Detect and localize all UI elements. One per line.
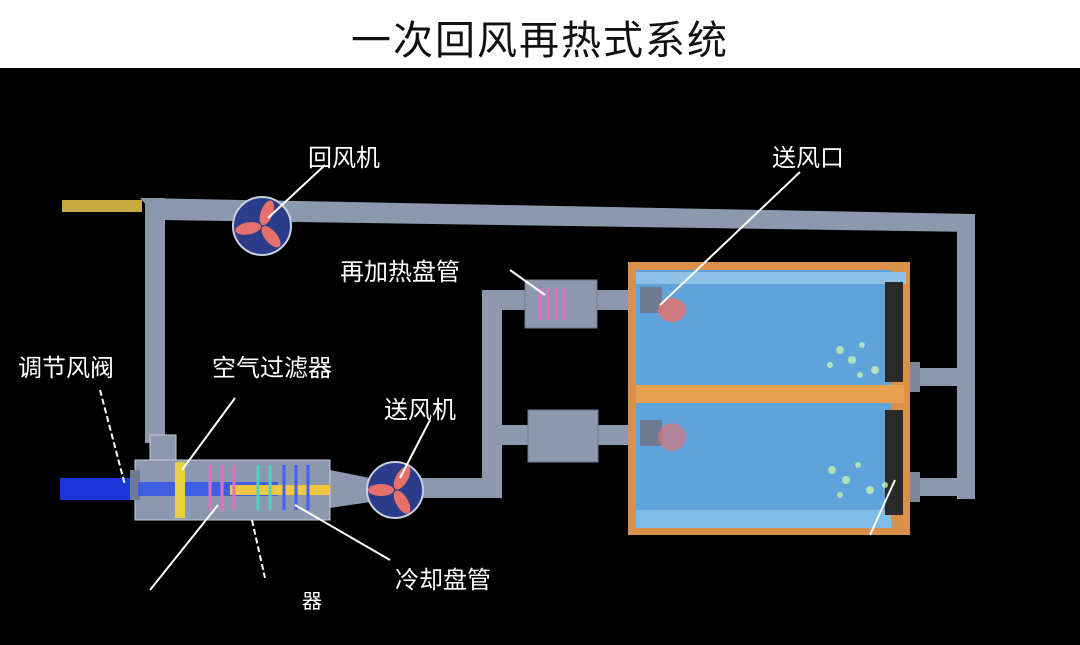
supply-duct xyxy=(330,290,635,508)
label-return-fan: 回风机 xyxy=(308,144,380,172)
label-air-filter: 空气过滤器 xyxy=(212,354,332,382)
label-supply-outlet: 送风口 xyxy=(772,144,844,172)
label-damper: 调节风阀 xyxy=(18,354,114,382)
air-handling-unit xyxy=(60,434,331,521)
reheat-coil-box xyxy=(524,279,598,329)
title-bar: 一次回风再热式系统 xyxy=(0,0,1080,68)
label-reheat-coil: 再加热盘管 xyxy=(340,258,460,286)
lower-duct-box xyxy=(527,409,599,463)
leader-lines xyxy=(99,164,896,591)
supply-fan-icon xyxy=(366,461,424,519)
label-cooling-coil: 冷却盘管 xyxy=(395,566,491,594)
return-fan-icon xyxy=(232,196,292,256)
diagram-title: 一次回风再热式系统 xyxy=(351,18,729,64)
system-diagram xyxy=(60,164,975,591)
room xyxy=(628,262,910,535)
label-partial: 器 xyxy=(302,589,322,613)
return-duct xyxy=(140,198,975,502)
outdoor-air-inlet xyxy=(62,200,142,212)
label-supply-fan: 送风机 xyxy=(384,396,456,424)
